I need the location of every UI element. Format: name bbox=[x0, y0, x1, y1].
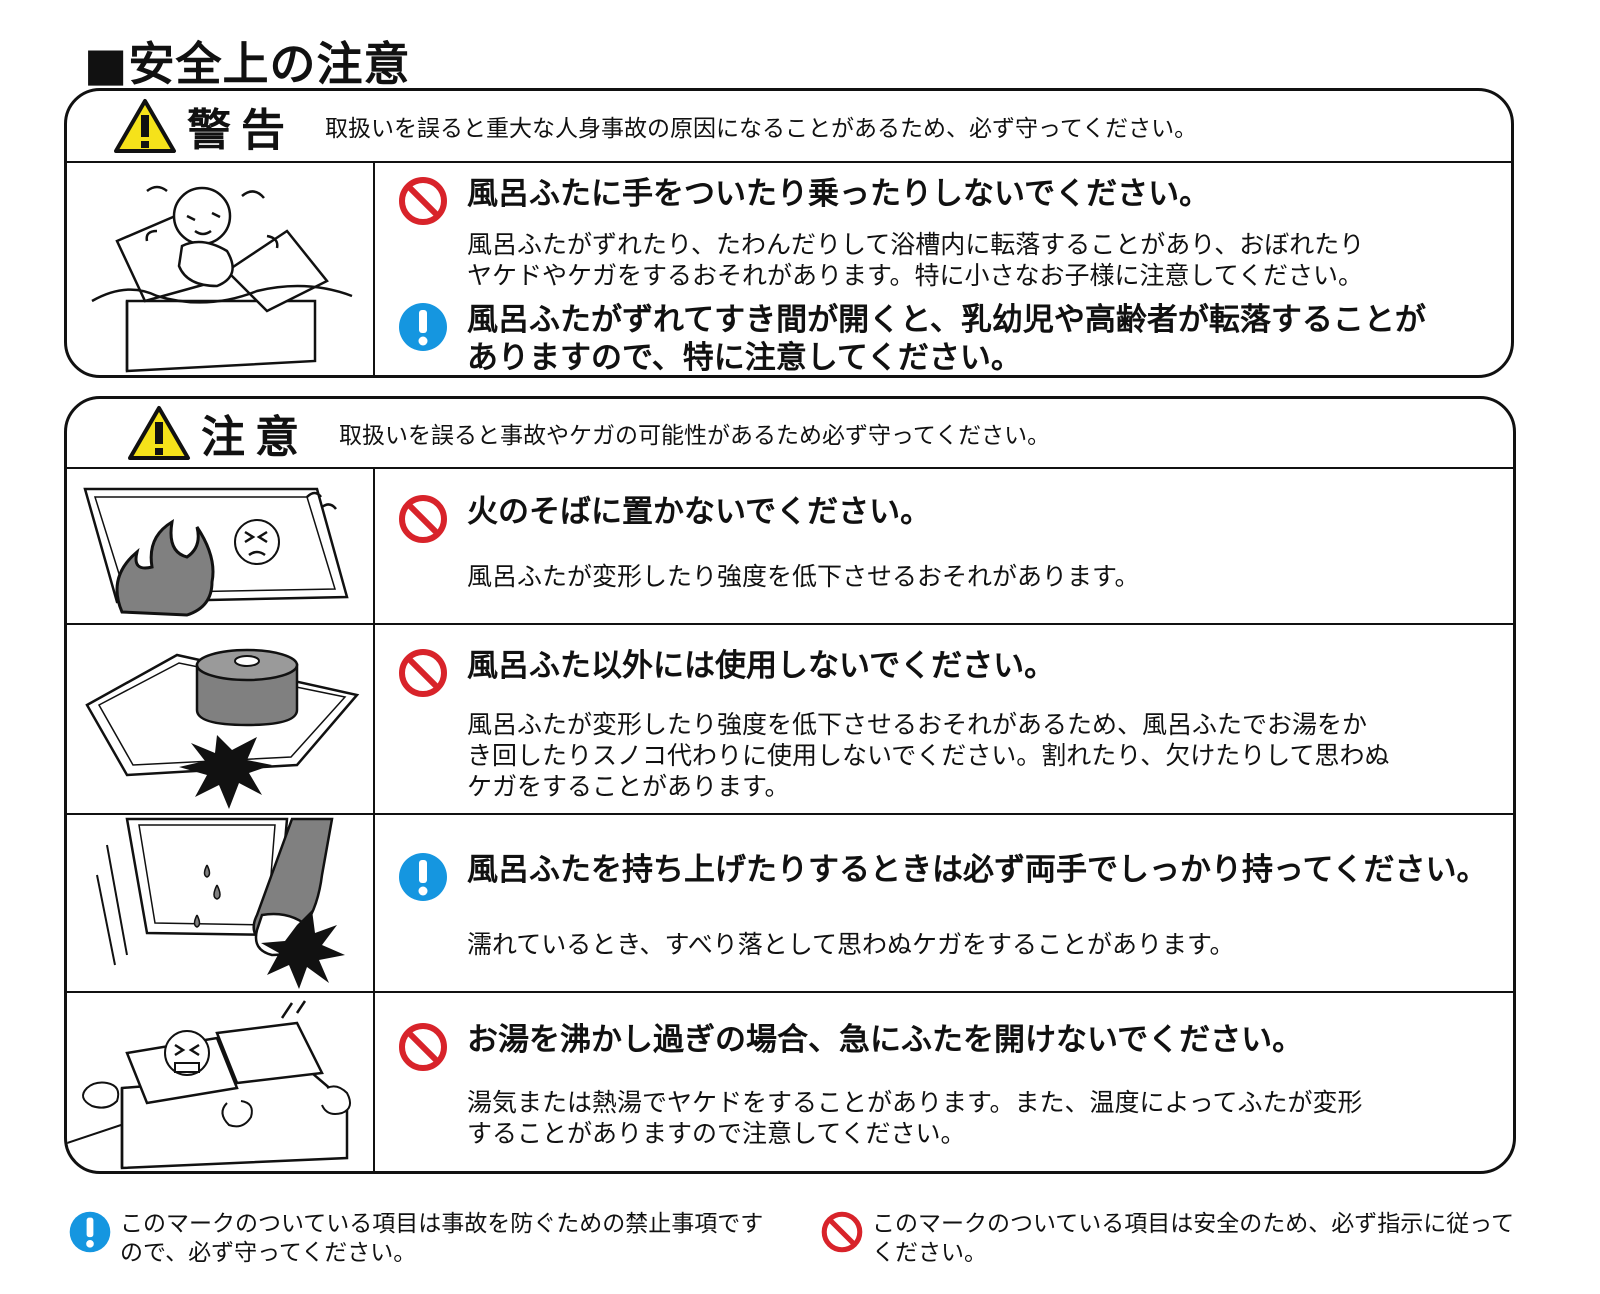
warning-triangle-icon bbox=[128, 406, 190, 460]
warning-item: 風呂ふたがずれてすき間が開くと、乳幼児や高齢者が転落することが ありますので、特… bbox=[397, 301, 1491, 376]
caution-item: 風呂ふたを持ち上げたりするときは必ず両手でしっかり持ってください。 bbox=[397, 851, 1493, 903]
caution-content: 風呂ふたを持ち上げたりするときは必ず両手でしっかり持ってください。 濡れていると… bbox=[397, 851, 1493, 960]
prohibition-icon bbox=[399, 649, 447, 697]
item-body: 風呂ふたが変形したり強度を低下させるおそれがあるため、風呂ふたでお湯をか き回し… bbox=[467, 710, 1390, 801]
item-body: 湯気または熱湯でヤケドをすることがあります。また、温度によってふたが変形 するこ… bbox=[467, 1088, 1363, 1148]
illustration-lid-near-fire bbox=[67, 467, 375, 623]
caution-row: お湯を沸かし過ぎの場合、急にふたを開けないでください。 湯気または熱湯でヤケドを… bbox=[67, 993, 1513, 1171]
legend-prohibition: このマークのついている項目は安全のため、必ず指示に従って ください。 bbox=[820, 1210, 1514, 1268]
caution-item: お湯を沸かし過ぎの場合、急にふたを開けないでください。 bbox=[397, 1021, 1493, 1073]
item-body: 風呂ふたがずれたり、たわんだりして浴槽内に転落することがあり、おぼれたり ヤケド… bbox=[467, 230, 1365, 290]
caution-label: 注意 bbox=[201, 412, 309, 463]
warning-label: 警告 bbox=[187, 105, 295, 156]
page-title: ■安全上の注意 bbox=[84, 37, 411, 91]
caution-row: 風呂ふたを持ち上げたりするときは必ず両手でしっかり持ってください。 濡れていると… bbox=[67, 815, 1513, 993]
item-title: お湯を沸かし過ぎの場合、急にふたを開けないでください。 bbox=[467, 1022, 1304, 1058]
caution-header: 注意 取扱いを誤ると事故やケガの可能性があるため必ず守ってください。 bbox=[67, 399, 1513, 469]
caution-item: 風呂ふた以外には使用しないでください。 bbox=[397, 647, 1493, 699]
caution-panel: 注意 取扱いを誤ると事故やケガの可能性があるため必ず守ってください。 火のそばに… bbox=[64, 396, 1516, 1174]
legend-text: このマークのついている項目は事故を防ぐための禁止事項です ので、必ず守ってくださ… bbox=[120, 1211, 764, 1266]
item-body: 風呂ふたが変形したり強度を低下させるおそれがあります。 bbox=[467, 562, 1140, 591]
prohibition-icon bbox=[399, 177, 447, 225]
mandatory-icon bbox=[399, 853, 447, 901]
illustration-child-on-lid bbox=[67, 161, 375, 375]
warning-row: 風呂ふたに手をついたり乗ったりしないでください。 風呂ふたがずれたり、たわんだり… bbox=[67, 161, 1511, 376]
mandatory-icon bbox=[69, 1211, 111, 1253]
caution-item: 火のそばに置かないでください。 bbox=[397, 493, 1493, 545]
caution-row: 風呂ふた以外には使用しないでください。 風呂ふたが変形したり強度を低下させるおそ… bbox=[67, 625, 1513, 815]
caution-content: 火のそばに置かないでください。 風呂ふたが変形したり強度を低下させるおそれがあり… bbox=[397, 493, 1493, 592]
item-title: 風呂ふた以外には使用しないでください。 bbox=[467, 648, 1056, 684]
caution-content: 風呂ふた以外には使用しないでください。 風呂ふたが変形したり強度を低下させるおそ… bbox=[397, 647, 1493, 802]
item-title: ありますので、特に注意してください。 bbox=[467, 340, 1022, 376]
caution-row: 火のそばに置かないでください。 風呂ふたが変形したり強度を低下させるおそれがあり… bbox=[67, 467, 1513, 625]
prohibition-icon bbox=[821, 1211, 863, 1253]
item-title: 火のそばに置かないでください。 bbox=[467, 494, 932, 530]
item-title: 風呂ふたを持ち上げたりするときは必ず両手でしっかり持ってください。 bbox=[467, 852, 1488, 888]
illustration-weight-on-lid bbox=[67, 625, 375, 813]
warning-triangle-icon bbox=[114, 99, 176, 153]
warning-item: 風呂ふたに手をついたり乗ったりしないでください。 bbox=[397, 175, 1491, 227]
illustration-steam-from-bath bbox=[67, 993, 375, 1171]
prohibition-icon bbox=[399, 495, 447, 543]
legend-mandatory: このマークのついている項目は事故を防ぐための禁止事項です ので、必ず守ってくださ… bbox=[68, 1210, 763, 1268]
item-title: 風呂ふたがずれてすき間が開くと、乳幼児や高齢者が転落することが bbox=[467, 302, 1426, 338]
legend-text: このマークのついている項目は安全のため、必ず指示に従って ください。 bbox=[872, 1211, 1515, 1266]
warning-content: 風呂ふたに手をついたり乗ったりしないでください。 風呂ふたがずれたり、たわんだり… bbox=[397, 175, 1491, 376]
illustration-lifting-lid bbox=[67, 815, 375, 991]
mandatory-icon bbox=[399, 303, 447, 351]
item-title: 風呂ふたに手をついたり乗ったりしないでください。 bbox=[467, 176, 1211, 212]
warning-header: 警告 取扱いを誤ると重大な人身事故の原因になることがあるため、必ず守ってください… bbox=[67, 91, 1511, 163]
caution-description: 取扱いを誤ると事故やケガの可能性があるため必ず守ってください。 bbox=[339, 423, 1051, 449]
warning-description: 取扱いを誤ると重大な人身事故の原因になることがあるため、必ず守ってください。 bbox=[325, 116, 1198, 142]
caution-content: お湯を沸かし過ぎの場合、急にふたを開けないでください。 湯気または熱湯でヤケドを… bbox=[397, 1021, 1493, 1149]
item-body: 濡れているとき、すべり落として思わぬケガをすることがあります。 bbox=[467, 930, 1235, 959]
warning-panel: 警告 取扱いを誤ると重大な人身事故の原因になることがあるため、必ず守ってください… bbox=[64, 88, 1514, 378]
prohibition-icon bbox=[399, 1023, 447, 1071]
